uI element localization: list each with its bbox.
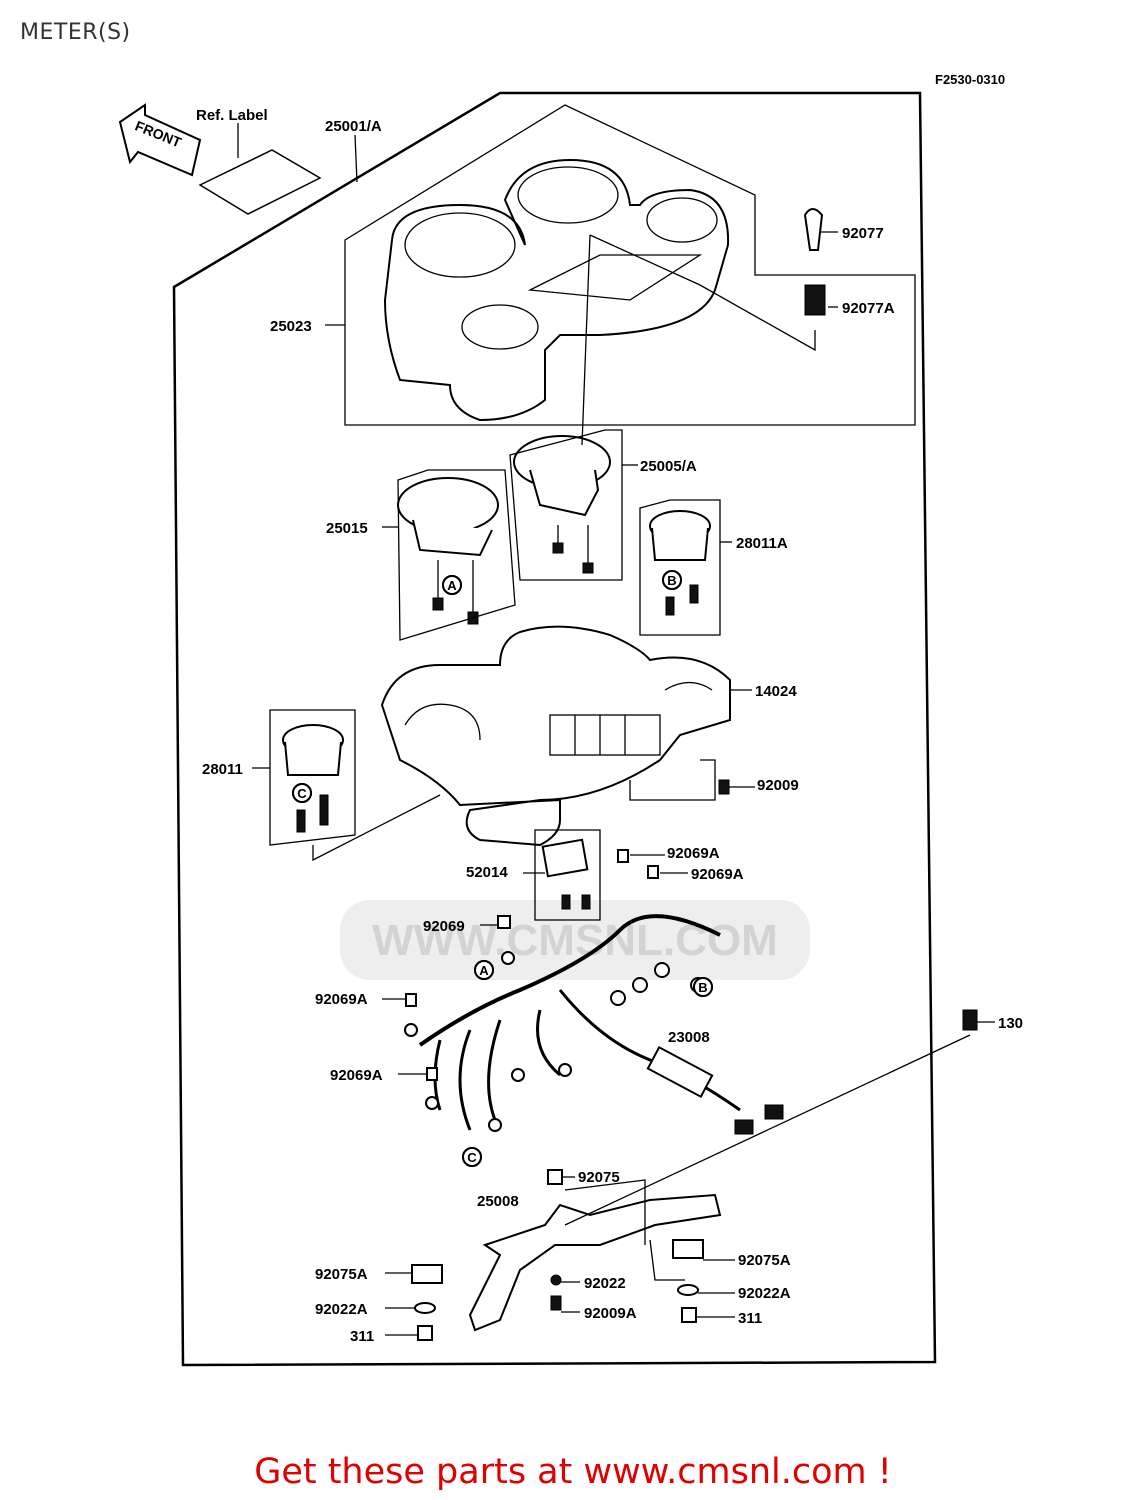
meter-cover — [383, 158, 730, 422]
part-label: 92075 — [578, 1169, 620, 1186]
part-label: 92069A — [315, 991, 368, 1008]
callout-b-harness: B — [698, 980, 707, 995]
part-label: 92077 — [842, 225, 884, 242]
part-label: 92069A — [691, 866, 744, 883]
assembly-frame — [172, 91, 937, 1367]
watermark-text: WWW.CMSNL.COM — [372, 916, 778, 965]
part-label: 25005/A — [640, 458, 697, 475]
part-label: 92022A — [738, 1285, 791, 1302]
part-label: 92022A — [315, 1301, 368, 1318]
part-label: 25001/A — [325, 118, 382, 135]
gauge-28011 — [282, 724, 344, 833]
part-label: 52014 — [466, 864, 508, 881]
callout-a-harness: A — [479, 963, 489, 978]
leader-lines — [237, 123, 995, 1336]
part-label: 23008 — [668, 1029, 710, 1046]
callout-c-gauge: C — [297, 786, 307, 801]
figure-code: F2530-0310 — [935, 72, 1005, 87]
page-title: METER(S) — [20, 20, 131, 45]
indicator-unit — [541, 838, 591, 910]
part-label: 14024 — [755, 683, 797, 700]
tachometer — [397, 477, 499, 625]
part-labels: 25001/A 92077 92077A 25023 25005/A 25015… — [202, 118, 1023, 1345]
watermark: WWW.CMSNL.COM — [340, 900, 810, 980]
gauge-28011a — [649, 510, 711, 616]
part-label: 311 — [738, 1310, 762, 1327]
part-label: 25023 — [270, 318, 312, 335]
part-label: 92022 — [584, 1275, 626, 1292]
callout-c-harness: C — [467, 1150, 477, 1165]
part-label: 92075A — [738, 1252, 791, 1269]
part-label: 25008 — [477, 1193, 519, 1210]
ref-label-text: Ref. Label — [196, 107, 268, 124]
front-arrow: FRONT — [118, 103, 202, 177]
part-label: 130 — [998, 1015, 1023, 1032]
footer-link[interactable]: Get these parts at www.cmsnl.com ! — [254, 1452, 892, 1492]
part-label: 25015 — [326, 520, 368, 537]
part-label: 28011A — [736, 535, 788, 552]
callout-a-tach: A — [447, 578, 457, 593]
speedometer — [513, 435, 611, 574]
part-label: 92069 — [423, 918, 465, 935]
callout-letters: A A B B C C — [292, 570, 713, 1167]
part-label: 92077A — [842, 300, 895, 317]
part-label: 92009A — [584, 1305, 637, 1322]
ref-label-sticker — [198, 149, 322, 215]
subassembly-outlines — [269, 104, 971, 1281]
part-label: 92069A — [667, 845, 720, 862]
meter-case — [380, 625, 731, 847]
part-label: 311 — [350, 1328, 374, 1345]
callout-b-gauge: B — [667, 573, 676, 588]
meter-bracket — [411, 1009, 978, 1341]
part-label: 92069A — [330, 1067, 383, 1084]
part-label: 92009 — [757, 777, 799, 794]
exploded-parts-diagram: WWW.CMSNL.COM F2530-0310 FRONT Ref. Labe… — [118, 72, 1023, 1367]
part-label: 92075A — [315, 1266, 368, 1283]
part-label: 28011 — [202, 761, 243, 778]
